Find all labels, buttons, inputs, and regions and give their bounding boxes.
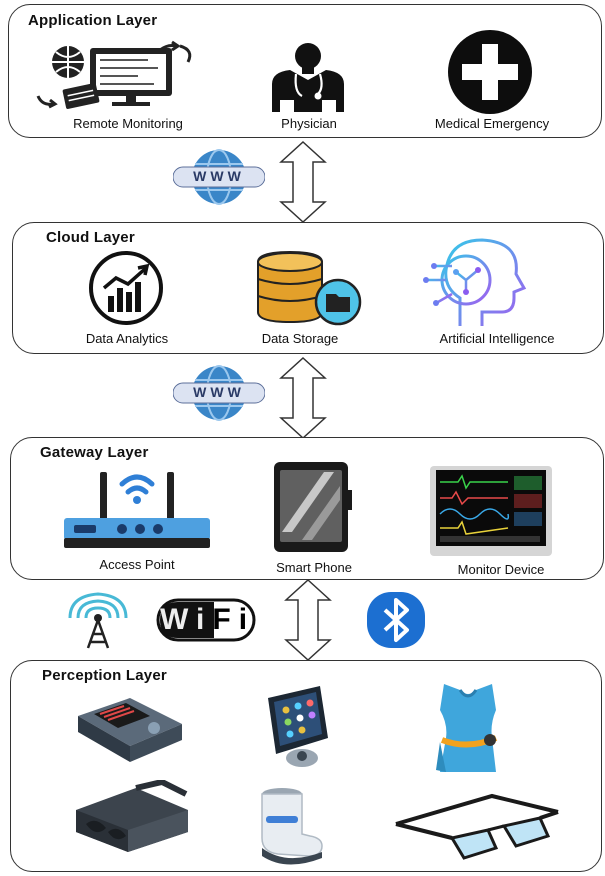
pulse-oximeter-icon [70,694,186,766]
vr-headset-icon [66,780,194,854]
gateway-layer-title: Gateway Layer [40,444,149,461]
data-analytics-label: Data Analytics [85,331,169,346]
smart-phone-icon [272,460,354,554]
smart-phone-label: Smart Phone [276,560,352,575]
remote-monitoring-label: Remote Monitoring [73,116,183,131]
access-point-icon [62,462,212,554]
data-storage-label: Data Storage [261,331,339,346]
physician-icon [266,40,350,112]
www-label: WWW [193,384,245,400]
access-point-label: Access Point [99,557,175,572]
medical-cross-icon [446,28,534,116]
www-globe-icon [173,148,265,206]
double-arrow-application-cloud [279,140,327,224]
artificial-intelligence-label: Artificial Intelligence [439,331,555,346]
wifi-logo-text: WiFi [160,603,256,636]
medical-emergency-label: Medical Emergency [434,116,550,131]
smart-glasses-icon [392,788,562,860]
data-analytics-icon [86,250,166,326]
smart-sock-icon [256,786,328,870]
physician-label: Physician [281,116,337,131]
wifi-logo-icon [156,598,256,642]
artificial-intelligence-icon [416,236,540,328]
www-globe-icon [173,364,265,422]
cell-tower-icon [62,590,134,650]
www-label: WWW [193,168,245,184]
bluetooth-icon [365,590,427,650]
double-arrow-cloud-gateway [279,356,327,440]
perception-layer-title: Perception Layer [42,667,167,684]
data-storage-icon [254,250,374,326]
smart-watch-icon [262,684,338,768]
cloud-layer-title: Cloud Layer [46,229,135,246]
monitor-device-icon [428,464,554,560]
remote-monitoring-icon [28,38,213,110]
monitor-device-label: Monitor Device [457,562,545,577]
smart-shirt-icon [426,680,510,778]
application-layer-title: Application Layer [28,12,158,29]
double-arrow-gateway-perception [284,578,332,662]
